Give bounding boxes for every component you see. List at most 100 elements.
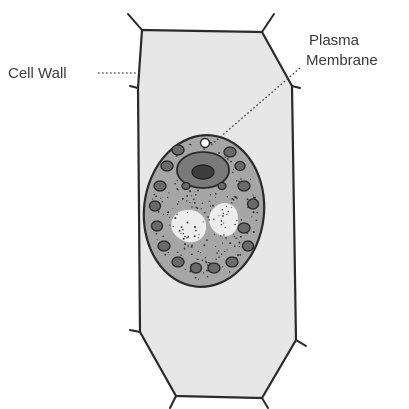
stipple-dot <box>198 234 199 235</box>
stipple-dot <box>153 194 155 196</box>
stipple-dot <box>221 254 222 255</box>
stipple-dot <box>209 201 211 203</box>
stipple-dot <box>239 254 241 256</box>
stipple-dot <box>221 224 222 225</box>
stipple-dot <box>253 197 254 198</box>
stipple-dot <box>222 243 223 244</box>
stipple-dot <box>203 244 205 246</box>
stipple-dot <box>186 195 188 197</box>
stipple-dot <box>189 144 190 145</box>
stipple-dot <box>191 206 192 207</box>
stipple-dot <box>226 206 227 207</box>
stipple-dot <box>162 235 164 237</box>
stipple-dot <box>205 257 207 259</box>
stipple-dot <box>191 244 193 246</box>
stipple-dot <box>215 259 216 260</box>
stipple-dot <box>182 198 184 200</box>
stipple-dot <box>205 262 207 264</box>
stipple-dot <box>232 172 233 173</box>
stipple-dot <box>237 254 239 256</box>
stipple-dot <box>167 214 168 215</box>
chloroplast <box>218 183 226 190</box>
stipple-dot <box>236 198 238 200</box>
stipple-dot <box>198 251 199 252</box>
stipple-dot <box>215 246 216 247</box>
stipple-dot <box>235 238 236 239</box>
stipple-dot <box>168 252 169 253</box>
stipple-dot <box>152 199 153 200</box>
stipple-dot <box>222 209 223 210</box>
stipple-dot <box>160 198 161 199</box>
chloroplast <box>248 199 259 209</box>
stipple-dot <box>227 158 229 160</box>
stipple-dot <box>182 229 183 230</box>
stipple-dot <box>225 237 226 238</box>
stipple-dot <box>233 169 234 170</box>
stipple-dot <box>186 237 187 238</box>
stipple-dot <box>181 226 183 228</box>
chloroplast <box>152 221 163 231</box>
stipple-dot <box>188 236 189 237</box>
stipple-dot <box>218 256 219 257</box>
stipple-dot <box>202 203 203 204</box>
stipple-dot <box>169 224 170 225</box>
cell-wall-label: Cell Wall <box>8 65 67 82</box>
stipple-dot <box>179 230 181 232</box>
stipple-dot <box>183 233 184 234</box>
stipple-dot <box>155 195 157 197</box>
stipple-dot <box>201 208 202 209</box>
stipple-dot <box>194 226 195 227</box>
stipple-dot <box>223 223 224 224</box>
chloroplast <box>161 161 173 171</box>
stipple-dot <box>195 277 197 279</box>
chloroplast <box>243 241 254 251</box>
stipple-dot <box>212 205 214 207</box>
stipple-dot <box>213 218 214 219</box>
stipple-dot <box>180 255 181 256</box>
chloroplast <box>226 257 238 267</box>
stipple-dot <box>156 233 158 235</box>
stipple-dot <box>197 259 198 260</box>
stipple-dot <box>220 235 221 236</box>
chloroplast <box>150 201 161 211</box>
stipple-dot <box>197 190 199 192</box>
stipple-dot <box>230 161 232 163</box>
stipple-dot <box>247 198 249 200</box>
chloroplast <box>208 263 220 273</box>
stipple-dot <box>231 198 233 200</box>
stipple-dot <box>252 195 253 196</box>
stipple-dot <box>167 211 169 213</box>
stipple-dot <box>231 207 232 208</box>
stipple-dot <box>251 216 252 217</box>
stipple-dot <box>187 212 188 213</box>
stipple-dot <box>187 222 189 224</box>
stipple-dot <box>206 270 208 272</box>
stipple-dot <box>222 266 223 267</box>
stipple-dot <box>188 245 190 247</box>
stipple-dot <box>208 262 209 263</box>
stipple-dot <box>194 202 196 204</box>
stipple-dot <box>210 142 212 144</box>
stipple-dot <box>210 194 211 195</box>
stipple-dot <box>239 242 241 244</box>
stipple-dot <box>234 224 235 225</box>
stipple-dot <box>169 217 170 218</box>
stipple-dot <box>234 236 235 237</box>
stipple-dot <box>231 202 232 203</box>
stipple-dot <box>209 219 210 220</box>
stipple-dot <box>194 235 196 237</box>
stipple-dot <box>236 220 237 221</box>
stipple-dot <box>198 279 199 280</box>
stipple-dot <box>222 215 224 217</box>
stipple-dot <box>223 234 224 235</box>
stipple-dot <box>203 272 204 273</box>
stipple-dot <box>210 205 211 206</box>
stipple-dot <box>207 216 209 218</box>
stipple-dot <box>178 201 179 202</box>
chloroplast <box>238 181 250 191</box>
stipple-dot <box>184 236 186 238</box>
stipple-dot <box>174 183 175 184</box>
stipple-dot <box>204 212 206 214</box>
stipple-dot <box>206 239 208 241</box>
